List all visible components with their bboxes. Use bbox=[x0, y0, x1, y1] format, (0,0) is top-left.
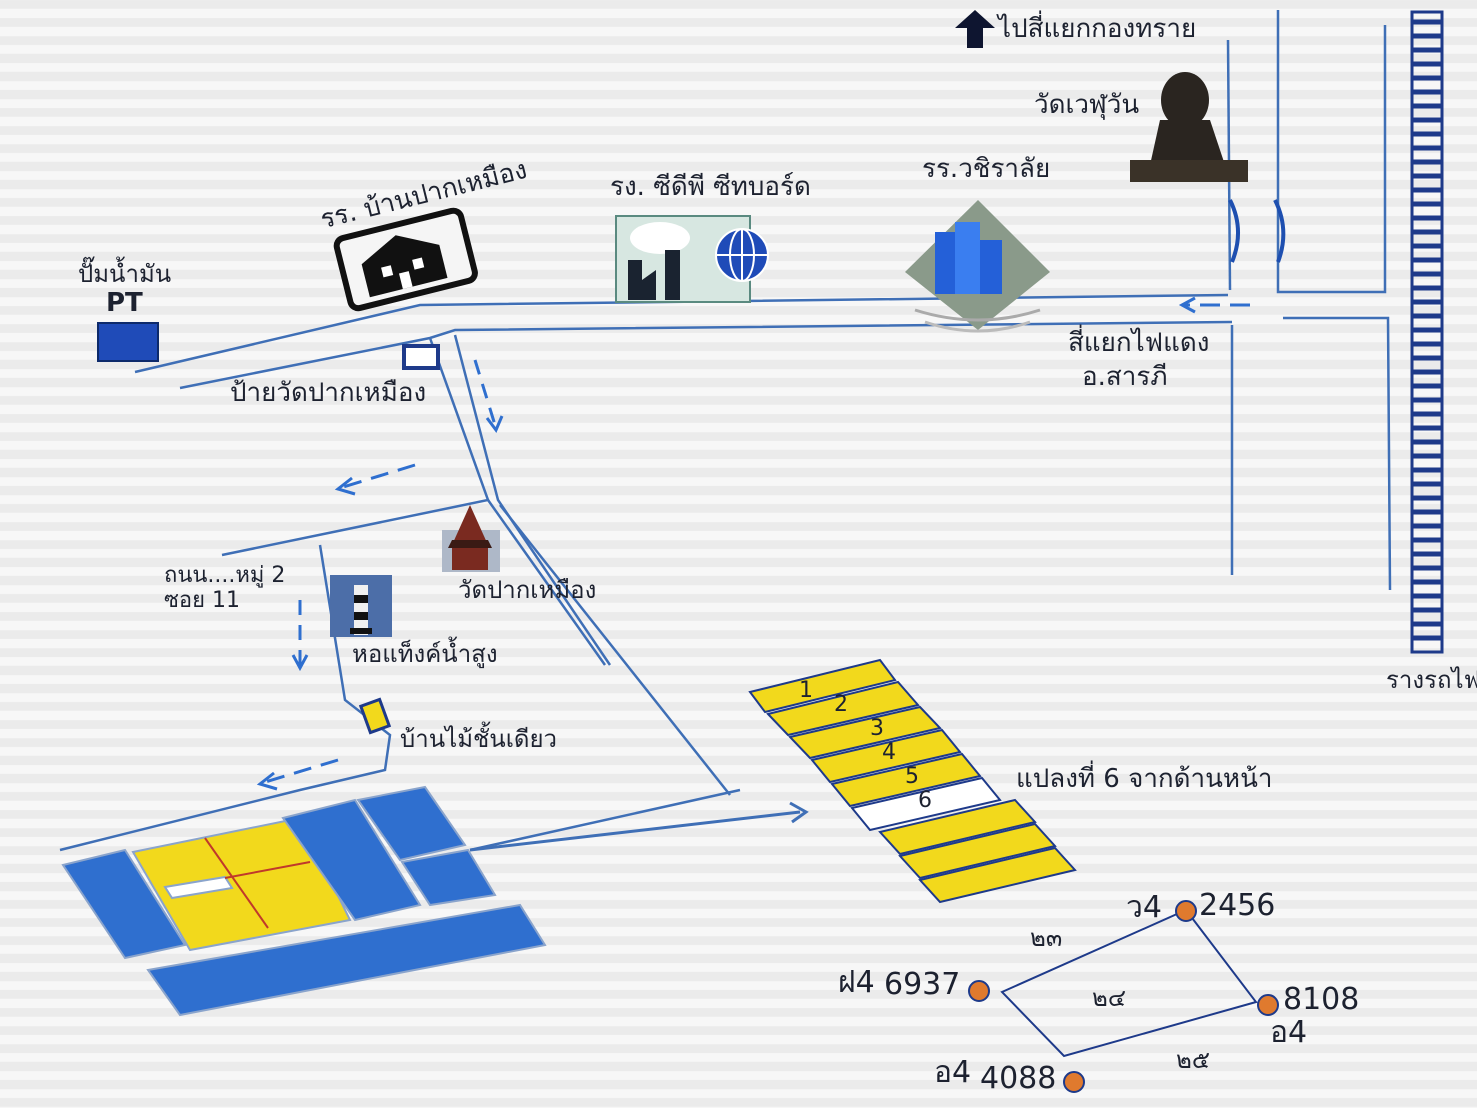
survey-marker-top bbox=[1175, 900, 1197, 922]
wat-pakmueang-label: วัดปากเหมือง bbox=[458, 576, 597, 604]
land-blocks bbox=[61, 785, 547, 1017]
parcel-top-number: ๒๓ bbox=[1030, 924, 1063, 952]
buddha-statue-icon bbox=[1130, 72, 1248, 182]
parcel-bottom-number: ๒๕ bbox=[1176, 1046, 1210, 1074]
temple-icon bbox=[442, 505, 500, 572]
house-school-icon bbox=[333, 207, 478, 312]
plot-strips bbox=[748, 658, 1077, 904]
soi-label: ซอย 11 bbox=[164, 588, 241, 613]
road-name-label: ถนน....หมู่ 2 bbox=[164, 563, 286, 588]
marker-top-code: ว4 bbox=[1126, 890, 1162, 925]
gas-brand-label: PT bbox=[106, 288, 143, 318]
marker-bottom-code: อ4 bbox=[934, 1055, 972, 1090]
direction-arrows bbox=[256, 296, 1250, 791]
plot-note-label: แปลงที่ 6 จากด้านหน้า bbox=[1016, 764, 1273, 794]
school-building-icon bbox=[905, 200, 1050, 333]
bridge-marks bbox=[1228, 199, 1286, 263]
water-tower-label: หอแท็งค์น้ำสูง bbox=[352, 640, 498, 668]
wood-house-icon bbox=[358, 697, 392, 735]
wat-wephuwan-label: วัดเวฬุวัน bbox=[1034, 90, 1140, 120]
marker-left-number: 6937 bbox=[884, 967, 961, 1002]
factory-icon bbox=[615, 215, 769, 303]
gas-station-icon bbox=[97, 322, 159, 362]
survey-marker-right bbox=[1257, 994, 1279, 1016]
marker-top-number: 2456 bbox=[1199, 888, 1276, 923]
wood-house-label: บ้านไม้ชั้นเดียว bbox=[400, 725, 558, 753]
plot-number: 6 bbox=[918, 788, 932, 813]
plot-pointer-arrow bbox=[469, 801, 809, 852]
plot-number: 3 bbox=[870, 716, 884, 741]
survey-marker-bottom bbox=[1063, 1071, 1085, 1093]
cadastral-parcel bbox=[968, 900, 1279, 1093]
marker-right-number: 8108 bbox=[1283, 982, 1360, 1017]
district-label: อ.สารภี bbox=[1082, 362, 1168, 392]
bus-stop-icon bbox=[402, 344, 440, 370]
bus-stop-label: ป้ายวัดปากเหมือง bbox=[230, 378, 427, 408]
to-kongsai-label: ไปสี่แยกกองทราย bbox=[998, 14, 1197, 44]
plot-number: 1 bbox=[799, 678, 813, 703]
marker-bottom-number: 4088 bbox=[980, 1061, 1057, 1096]
railway bbox=[1410, 10, 1444, 654]
factory-label: รง. ซีดีพี ซีทบอร์ด bbox=[610, 172, 811, 202]
wachiralai-school-label: รร.วชิราลัย bbox=[922, 154, 1051, 184]
marker-left-code: ฝ4 bbox=[838, 965, 875, 1000]
plot-number: 5 bbox=[905, 764, 919, 789]
parcel-center-number: ๒๔ bbox=[1092, 984, 1126, 1012]
plot-number: 2 bbox=[834, 692, 848, 717]
survey-marker-left bbox=[968, 980, 990, 1002]
marker-right-code: อ4 bbox=[1270, 1015, 1308, 1050]
plot-number: 4 bbox=[882, 740, 896, 765]
railway-label: รางรถไฟ bbox=[1386, 666, 1477, 694]
up-arrow-icon bbox=[955, 10, 995, 48]
traffic-light-label: สี่แยกไฟแดง bbox=[1068, 328, 1210, 358]
gas-station-label: ปั๊มน้ำมัน bbox=[78, 260, 172, 288]
water-tower-icon bbox=[330, 575, 392, 637]
